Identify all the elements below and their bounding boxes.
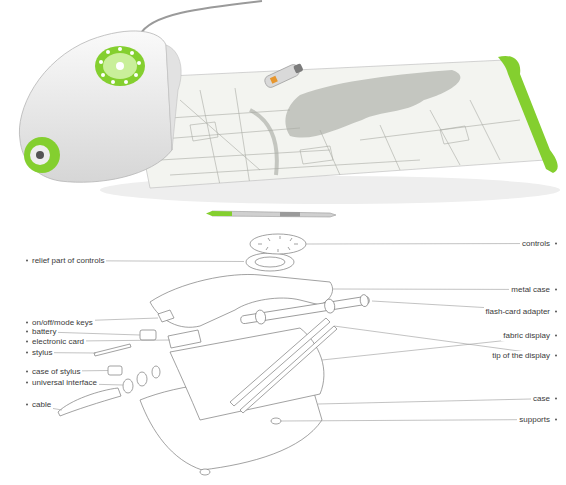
controls-part [250,234,306,254]
part-label: flash-card adapter [484,307,552,317]
dial-inner [103,53,137,79]
lake [285,70,460,138]
side-knob [24,137,60,173]
dial-dots [99,47,141,84]
part-label: stylus [30,348,54,358]
knob-center [36,151,44,159]
part-label: battery [30,327,58,337]
stylus-render [206,211,336,217]
part-label: cable [30,400,53,410]
part-label: case [531,394,552,404]
card-part [168,330,201,348]
controls-ticks [258,236,298,252]
leader-lines [30,244,552,422]
cable-part [58,388,121,416]
exploded-view [58,234,370,475]
green-roller [498,56,558,173]
part-label: supports [517,415,552,425]
support [271,418,281,424]
part-label: universal interface [30,378,99,388]
display-tip-part [240,326,337,413]
stylus-part [94,344,131,356]
battery-part [140,330,156,340]
relief-part [246,253,294,271]
map-display [128,60,545,188]
control-dial [95,46,145,86]
interface-disc [152,366,160,378]
stylus-case-part [108,366,122,375]
part-label: fabric display [501,331,552,341]
part-label: controls [520,239,552,249]
flash-card-adapter-part [240,293,371,327]
part-label: case of stylus [30,367,82,377]
interface-disc [137,372,147,386]
flash-card [263,61,304,89]
leader-dots [26,243,557,421]
product-render [19,1,560,217]
support [200,469,210,475]
part-label: tip of the display [490,351,552,361]
part-label: metal case [509,285,552,295]
interface-disc [123,379,133,393]
keys-part [158,310,174,322]
relief-inner [255,257,285,267]
device-body [19,31,172,182]
part-label: relief part of controls [30,256,106,266]
knob-face [30,145,50,165]
streets [140,88,520,185]
body-edge [166,45,181,150]
part-label: electronic card [30,337,86,347]
river [250,110,277,175]
map [140,70,520,185]
display-tip-part [230,318,330,406]
cable [140,1,262,35]
